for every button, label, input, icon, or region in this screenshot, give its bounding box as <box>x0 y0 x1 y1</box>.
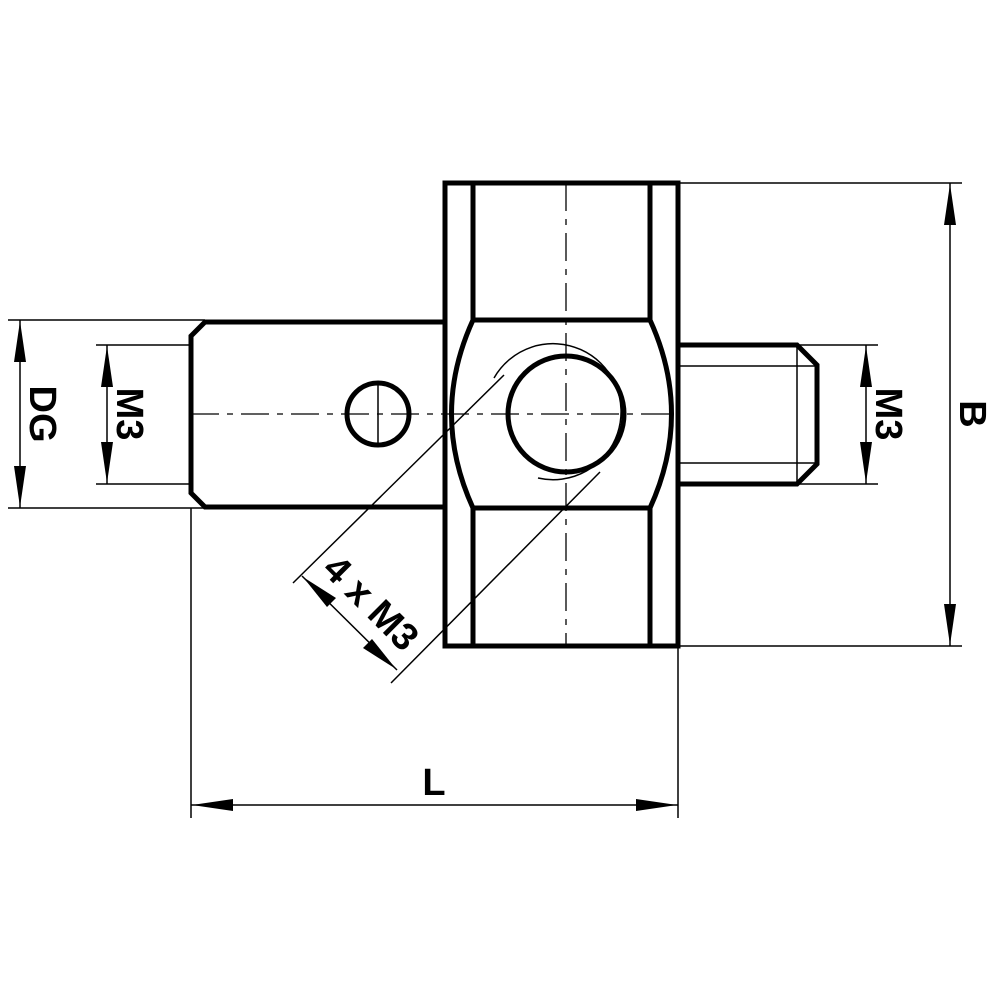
l-label: L <box>422 762 445 804</box>
b-dimension: B <box>678 182 993 647</box>
m3-left-dimension: M3 <box>96 344 191 485</box>
m3-right-dimension: M3 <box>797 344 909 485</box>
m3-left-label: M3 <box>108 388 150 441</box>
left-shaft <box>188 319 445 510</box>
l-dimension: L <box>190 508 679 818</box>
b-label: B <box>951 400 993 427</box>
m3-right-label: M3 <box>867 388 909 441</box>
threaded-hole <box>505 353 627 475</box>
dg-dimension: DG <box>8 319 205 509</box>
dg-label: DG <box>21 386 63 443</box>
right-thread-stud <box>678 342 820 487</box>
cross-block <box>442 180 681 649</box>
thread-arc <box>493 343 622 481</box>
